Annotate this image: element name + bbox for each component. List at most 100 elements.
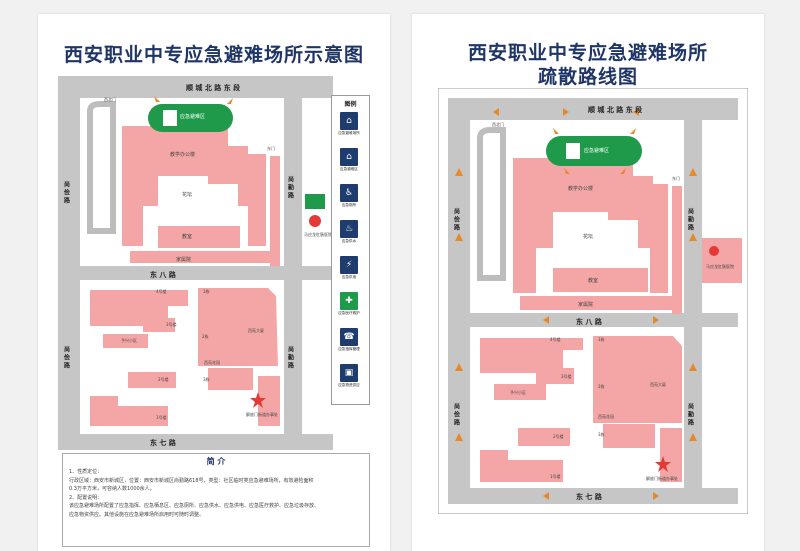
xiyuandasha-label: 西苑大厦 bbox=[248, 327, 264, 333]
shelter-label: 应急避难区 bbox=[180, 113, 205, 120]
bld1-label: 1栋 bbox=[598, 336, 605, 342]
bld2d bbox=[603, 378, 655, 406]
legend-label: 应急避难区 bbox=[340, 167, 358, 171]
south-road bbox=[58, 434, 333, 450]
bld3d-label: 3栋 bbox=[203, 376, 210, 382]
star-icon bbox=[655, 456, 671, 472]
yuxing bbox=[494, 384, 546, 400]
arrow-icon bbox=[563, 108, 569, 116]
arrow-icon bbox=[653, 316, 659, 324]
inner-lane bbox=[477, 127, 506, 281]
road-south-label: 东 七 路 bbox=[576, 492, 603, 501]
bld2h-label: 2号楼 bbox=[553, 433, 564, 439]
bld3h-label: 3号楼 bbox=[166, 321, 177, 327]
toilet-icon: ♿ bbox=[340, 184, 358, 202]
bld1-label: 1栋 bbox=[203, 288, 210, 294]
legend-label: 应急避难场所 bbox=[338, 131, 360, 135]
legend-item-medical: ✚应急医疗救护 bbox=[338, 292, 360, 316]
yuxing-label: 予兴小区 bbox=[510, 389, 526, 395]
legend-item-toilet: ♿应急厕所 bbox=[340, 184, 360, 208]
road-north-label: 顺 城 北 路 东 段 bbox=[186, 83, 240, 92]
dorm-building bbox=[270, 156, 280, 266]
arrow-icon bbox=[689, 168, 697, 176]
yuxing bbox=[103, 334, 148, 348]
shelter-icon: ⌂ bbox=[340, 148, 358, 166]
xiyuan-dasha bbox=[660, 428, 682, 482]
bld1h-label: 1号楼 bbox=[550, 473, 561, 479]
family-label: 家属院 bbox=[176, 256, 191, 263]
bld3h-label: 3号楼 bbox=[561, 373, 572, 379]
garden-label: 花坛 bbox=[583, 233, 593, 240]
dorm-building bbox=[672, 186, 682, 314]
intro-line: 该应急避难场所配置了应急指挥、应急栖息区、应急厕所、应急供水、应急供电、应急医疗… bbox=[69, 503, 320, 509]
family-building bbox=[130, 251, 270, 263]
east-road-top-label: 尚 勤 路 bbox=[287, 175, 294, 199]
shelter-icon bbox=[566, 143, 580, 159]
north-road bbox=[58, 76, 333, 98]
hospital-icon bbox=[305, 194, 325, 209]
bld4-label: 4号楼 bbox=[156, 288, 167, 294]
east-road-top-label: 尚 勤 路 bbox=[687, 207, 694, 231]
arrow-icon bbox=[553, 128, 559, 134]
xiyuan-label: 西苑花园 bbox=[598, 413, 614, 419]
legend-item-water: ♨应急供水 bbox=[340, 220, 360, 244]
bld1 bbox=[198, 288, 278, 366]
intro-line: 0.3万平方米，可容纳人数1000余人。 bbox=[69, 486, 155, 492]
teaching-building bbox=[122, 126, 266, 246]
east-road bbox=[684, 98, 702, 504]
legend-title: 图例 bbox=[344, 101, 357, 108]
legend-item-shelter: ⌂应急避难场所 bbox=[338, 112, 360, 136]
intro-line: 行政区域：西安市新城区，位置：西安市新城区尚勤路618号，类型：社区临时类应急避… bbox=[69, 477, 314, 484]
right-title-line1: 西安职业中专应急避难场所 bbox=[467, 42, 708, 64]
legend-label: 应急供水 bbox=[341, 239, 357, 243]
east-road-bottom-label: 尚 勤 路 bbox=[287, 345, 294, 369]
inner-lane bbox=[87, 101, 116, 234]
shelter-icon bbox=[163, 110, 177, 126]
road-north-label: 顺 城 北 路 东 段 bbox=[588, 105, 642, 114]
west-road-bottom-label: 尚 俭 路 bbox=[63, 345, 70, 369]
classroom-label: 教室 bbox=[182, 233, 192, 240]
left-title: 西安职业中专应急避难场所示意图 bbox=[63, 44, 364, 66]
hospital-label: 马应龙肛肠医院 bbox=[706, 263, 734, 269]
bld3h bbox=[536, 368, 574, 384]
road-middle-label: 东 八 路 bbox=[150, 270, 177, 279]
hospital-building bbox=[702, 238, 742, 283]
bld3d bbox=[208, 368, 253, 390]
west-road bbox=[58, 76, 80, 450]
east-road-bottom-label: 尚 勤 路 bbox=[687, 402, 694, 426]
classroom-label: 教室 bbox=[588, 277, 598, 284]
arrow-icon bbox=[689, 363, 697, 371]
cross-icon bbox=[709, 246, 719, 256]
bld2h bbox=[128, 372, 176, 388]
east-gate-label: 东门 bbox=[672, 175, 680, 181]
legend: 图例 ⌂应急避难场所 ⌂应急避难区 ♿应急厕所 ♨应急供水 ⚡应急供电 ✚应急医… bbox=[331, 95, 370, 405]
legend-label: 应急物资供应 bbox=[338, 383, 360, 387]
legend-label: 应急厕所 bbox=[341, 203, 357, 207]
intro-line: 1、性质定位： bbox=[69, 469, 103, 475]
legend-label: 应急医疗救护 bbox=[338, 311, 360, 315]
bld2h-label: 2号楼 bbox=[158, 376, 169, 382]
legend-item-power: ⚡应急供电 bbox=[340, 256, 360, 280]
road-middle-label: 东 八 路 bbox=[576, 317, 603, 326]
bld4 bbox=[480, 338, 583, 373]
legend-label: 应急指挥管理 bbox=[338, 347, 360, 351]
arrow-icon bbox=[630, 128, 636, 134]
bld3d bbox=[603, 424, 655, 448]
arrow-icon bbox=[543, 316, 549, 324]
yuxing-label: 予兴小区 bbox=[121, 337, 137, 343]
west-road-bottom-label: 尚 俭 路 bbox=[453, 402, 460, 426]
cross-icon bbox=[309, 215, 321, 227]
bld4 bbox=[90, 290, 188, 326]
bld1h-label: 1号楼 bbox=[156, 414, 167, 420]
arrow-icon bbox=[493, 108, 499, 116]
bld2d-label: 2栋 bbox=[202, 333, 209, 339]
hospital-label: 马应龙肛肠医院 bbox=[304, 231, 332, 237]
shelter-icon: ⌂ bbox=[340, 112, 358, 130]
arrow-icon bbox=[154, 96, 160, 102]
north-road bbox=[448, 98, 738, 120]
garden-label: 花坛 bbox=[182, 191, 192, 198]
xiyuan-label: 西苑花园 bbox=[204, 359, 220, 365]
west-gate-label: 西北门 bbox=[492, 121, 504, 127]
office-label: 解放门街道办事处 bbox=[646, 475, 678, 481]
legend-item-command: ☎应急指挥管理 bbox=[338, 328, 360, 352]
